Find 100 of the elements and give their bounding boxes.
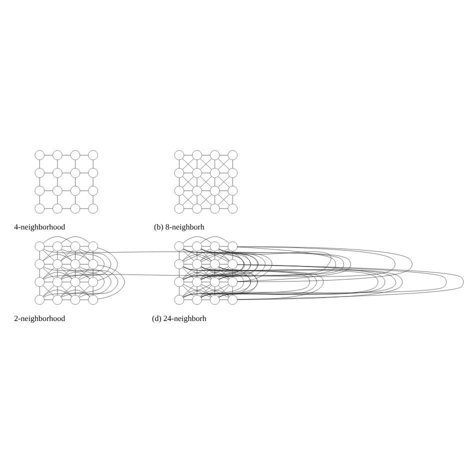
connector — [232, 250, 233, 260]
connector — [80, 299, 88, 300]
connector — [214, 177, 216, 186]
node-circle — [174, 294, 184, 304]
node-circle — [192, 240, 202, 251]
connector — [196, 159, 198, 168]
connector — [182, 272, 212, 278]
node-circle — [174, 185, 184, 196]
connector — [182, 176, 194, 187]
node-circle — [70, 168, 80, 178]
connector — [62, 172, 71, 173]
connector — [39, 268, 40, 277]
connector — [57, 268, 58, 277]
connector — [196, 286, 198, 295]
node-circle — [88, 150, 98, 160]
node-circle — [174, 240, 184, 251]
connector — [42, 284, 54, 296]
connector — [202, 299, 210, 300]
connector — [200, 249, 212, 260]
connector — [182, 284, 194, 296]
connector — [184, 281, 192, 282]
node-circle — [52, 276, 62, 286]
connector — [60, 267, 72, 278]
connector — [92, 177, 94, 186]
connector — [214, 268, 216, 277]
node-circle — [88, 203, 98, 214]
connector — [62, 154, 71, 155]
connector — [98, 247, 118, 280]
connector — [92, 268, 94, 277]
node-circle — [228, 168, 238, 178]
connector — [200, 158, 212, 170]
node-circle — [210, 168, 220, 178]
connector — [232, 159, 233, 168]
node-circle — [70, 150, 80, 160]
node-circle — [228, 276, 238, 286]
connector — [202, 154, 210, 155]
node-circle — [174, 258, 184, 269]
node-circle — [228, 185, 238, 196]
connector — [42, 267, 54, 278]
connector — [179, 177, 180, 186]
connector — [98, 264, 125, 299]
connector — [57, 194, 58, 204]
connector — [43, 266, 104, 297]
node-circle — [34, 203, 45, 214]
connector — [179, 268, 180, 277]
connector — [44, 281, 53, 282]
node-circle — [88, 276, 98, 286]
connector — [200, 254, 230, 261]
connector — [44, 299, 53, 300]
connector — [42, 271, 72, 278]
connector — [218, 194, 230, 205]
connector — [75, 268, 76, 277]
connector — [60, 236, 90, 243]
connector — [44, 172, 53, 173]
connector — [218, 284, 230, 296]
node-circle — [52, 185, 62, 196]
connector — [75, 159, 76, 168]
connector — [42, 249, 54, 260]
connector — [218, 246, 396, 280]
connector — [200, 284, 212, 296]
connector — [200, 289, 230, 296]
node-circle — [88, 258, 98, 269]
node-circle — [52, 203, 62, 214]
node-circle — [34, 168, 45, 178]
connector — [196, 268, 198, 277]
node-circle — [210, 294, 220, 304]
node-circle — [192, 294, 202, 304]
connector — [39, 159, 40, 168]
connector — [61, 248, 245, 280]
connector — [214, 286, 216, 295]
connector — [182, 158, 194, 170]
connector — [92, 194, 94, 204]
node-circle — [174, 150, 184, 160]
node-circle — [210, 203, 220, 214]
connector — [57, 159, 58, 168]
connector — [39, 250, 40, 260]
node-circle — [174, 276, 184, 286]
connector — [80, 281, 88, 282]
connector — [214, 250, 216, 260]
connector — [196, 177, 198, 186]
connector — [61, 266, 112, 297]
node-circle — [210, 276, 220, 286]
connector — [39, 177, 40, 186]
connector — [202, 172, 210, 173]
connector — [75, 250, 76, 260]
node-circle — [174, 168, 184, 178]
connector — [75, 194, 76, 204]
node-circle — [210, 258, 220, 269]
connector — [182, 236, 212, 243]
connector — [39, 286, 40, 295]
connector — [182, 289, 212, 296]
connector — [92, 159, 94, 168]
connector — [219, 299, 228, 300]
node-circle — [88, 185, 98, 196]
connector — [42, 254, 72, 261]
connector — [79, 248, 112, 280]
connector — [60, 284, 72, 296]
connector — [200, 267, 212, 278]
connector — [232, 286, 233, 295]
connector — [42, 289, 72, 296]
